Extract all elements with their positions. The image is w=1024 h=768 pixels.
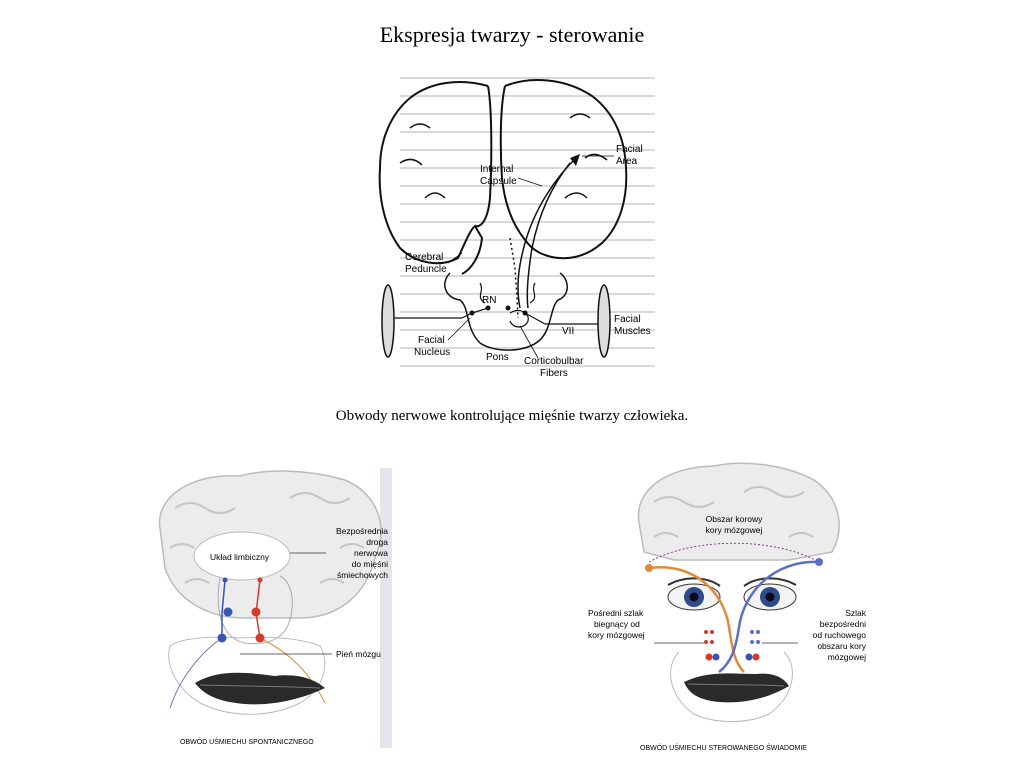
label-direct-motor-5: mózgowej <box>828 652 866 662</box>
spontaneous-smile-diagram: Układ limbiczny Bezpośrednia droga nerwo… <box>158 468 392 748</box>
label-facial-nucleus-2: Nucleus <box>414 347 450 358</box>
voluntary-smile-diagram: Obszar korowy kory mózgowej Pośredni szl… <box>588 462 867 752</box>
label-cortex-area-1: Obszar korowy <box>706 514 763 524</box>
label-facial-muscles-2: Muscles <box>614 326 651 337</box>
label-pons: Pons <box>486 352 509 363</box>
left-hemisphere <box>378 81 489 275</box>
label-cortex-area-2: kory mózgowej <box>706 525 763 535</box>
label-cerebral-peduncle-2: Peduncle <box>405 264 447 275</box>
left-facial-muscle <box>381 284 395 358</box>
label-facial-area-1: Facial <box>616 144 643 155</box>
label-direct-motor-3: od ruchowego <box>813 630 867 640</box>
voluntary-smile-figure: Obszar korowy kory mózgowej Pośredni szl… <box>584 452 874 756</box>
right-hemisphere <box>504 79 628 260</box>
brain-diagram: Facial Area Internal Capsule Cerebral Pe… <box>378 77 655 379</box>
label-direct-path-5: śmiechowych <box>337 570 388 580</box>
label-rn: RN <box>482 295 496 306</box>
label-spontaneous-caption: OBWÓD UŚMIECHU SPONTANICZNEGO <box>180 737 314 746</box>
label-brainstem: Pień mózgu <box>336 649 381 659</box>
brain-coronal-right <box>637 462 840 561</box>
eyes <box>667 577 797 611</box>
pons-outline <box>444 272 568 351</box>
label-cerebral-peduncle-1: Cerebral <box>405 252 443 263</box>
label-internal-capsule-1: Internal <box>480 164 513 175</box>
label-voluntary-caption: OBWÓD UŚMIECHU STEROWANEGO ŚWIADOMIE <box>640 743 807 752</box>
label-limbic-system: Układ limbiczny <box>210 552 270 562</box>
label-internal-capsule-2: Capsule <box>480 176 517 187</box>
label-indirect-path-3: kory mózgowej <box>588 630 645 640</box>
label-direct-path-4: do mięśni <box>352 559 388 569</box>
label-direct-path-3: nerwowa <box>354 548 388 558</box>
brain-diagram-figure: Facial Area Internal Capsule Cerebral Pe… <box>370 68 670 386</box>
label-indirect-path-1: Pośredni szlak <box>588 608 644 618</box>
label-direct-motor-1: Szlak <box>845 608 867 618</box>
label-direct-path-1: Bezpośrednia <box>336 526 388 536</box>
label-indirect-path-2: biegnący od <box>594 619 640 629</box>
label-facial-muscles-1: Facial <box>614 314 641 325</box>
label-corticobulbar-1: Corticobulbar <box>524 356 584 367</box>
slide-title: Ekspresja twarzy - sterowanie <box>379 22 645 47</box>
label-facial-area-2: Area <box>616 156 638 167</box>
label-facial-nucleus-1: Facial <box>418 335 445 346</box>
label-direct-path-2: droga <box>366 537 388 547</box>
lips-left <box>195 672 325 705</box>
label-direct-motor-2: bezpośredni <box>820 619 866 629</box>
spontaneous-smile-figure: Układ limbiczny Bezpośrednia droga nerwo… <box>150 468 392 748</box>
lips-right <box>684 673 789 703</box>
right-facial-muscle <box>597 284 611 358</box>
figure-caption: Obwody nerwowe kontrolujące mięśnie twar… <box>335 408 689 424</box>
label-corticobulbar-2: Fibers <box>540 368 568 379</box>
label-vii: VII <box>562 326 574 337</box>
label-direct-motor-4: obszaru kory <box>817 641 866 651</box>
